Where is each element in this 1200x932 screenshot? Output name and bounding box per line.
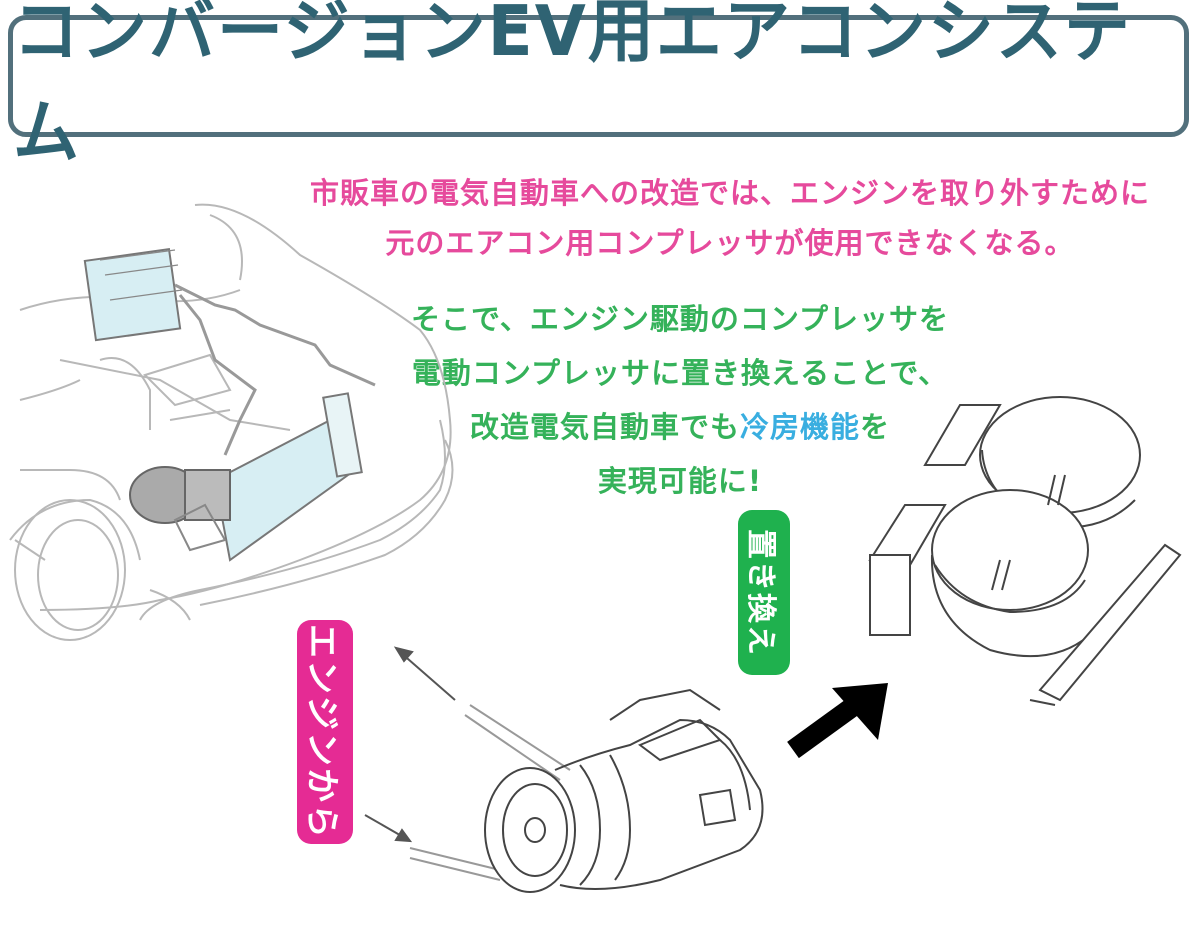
problem-line-2: 元のエアコン用コンプレッサが使用できなくなる。 bbox=[385, 226, 1075, 260]
problem-line-1: 市販車の電気自動車への改造では、エンジンを取り外すために bbox=[309, 176, 1150, 210]
solution-line-3-after: を bbox=[860, 410, 891, 444]
title-box: コンバージョンEV用エアコンシステム bbox=[8, 0, 1189, 173]
solution-description: そこで、エンジン駆動のコンプレッサを 電動コンプレッサに置き換えることで、 改造… bbox=[410, 292, 950, 508]
solution-line-2: 電動コンプレッサに置き換えることで、 bbox=[411, 356, 949, 390]
solution-line-4: 実現可能に! bbox=[597, 464, 763, 498]
solution-line-1: そこで、エンジン駆動のコンプレッサを bbox=[411, 302, 949, 336]
arrow-up-left-icon bbox=[393, 646, 414, 663]
cooling-function-highlight: 冷房機能 bbox=[739, 410, 860, 444]
solution-line-3: 改造電気自動車でも冷房機能を bbox=[410, 400, 950, 454]
engine-compressor-illustration bbox=[409, 688, 764, 893]
arrow-down-right-icon bbox=[394, 828, 413, 843]
replace-label-text: 置き換え bbox=[743, 528, 778, 657]
electric-compressor-illustration bbox=[868, 396, 1182, 706]
car-illustration bbox=[9, 203, 454, 641]
problem-description: 市販車の電気自動車への改造では、エンジンを取り外すために 元のエアコン用コンプレ… bbox=[300, 168, 1160, 268]
from-engine-label-text: エンジンから bbox=[301, 624, 342, 840]
car-ac-components bbox=[83, 247, 376, 562]
evaporator-unit bbox=[83, 247, 182, 342]
page-title: コンバージョンEV用エアコンシステム bbox=[13, 0, 1132, 173]
replace-label: 置き換え bbox=[738, 510, 790, 675]
solution-line-3-before: 改造電気自動車でも bbox=[469, 410, 740, 444]
from-engine-label: エンジンから bbox=[297, 620, 353, 844]
belt-arrows bbox=[364, 646, 456, 843]
replace-arrow-icon bbox=[787, 683, 888, 759]
